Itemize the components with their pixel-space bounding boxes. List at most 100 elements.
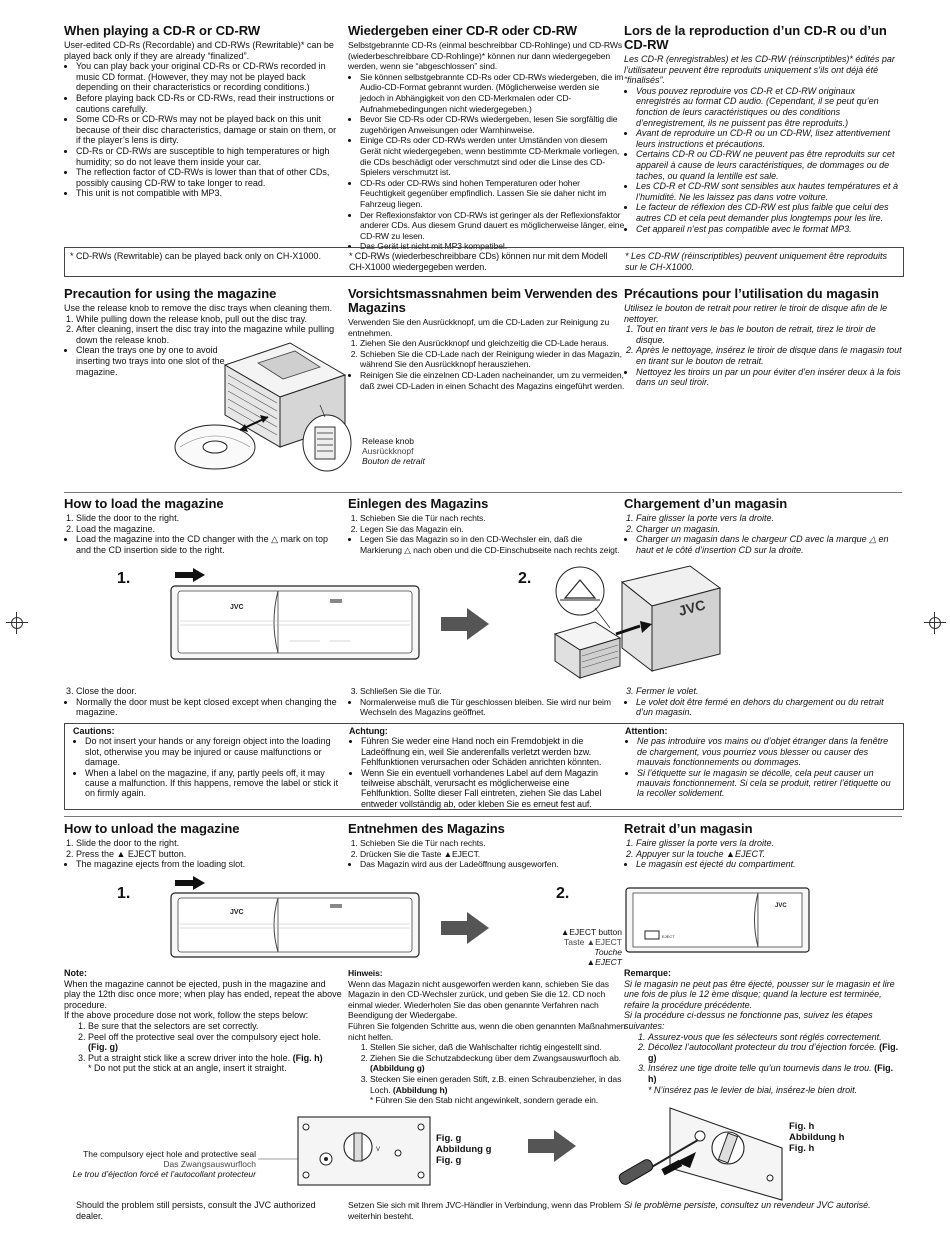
cd-changer-front-illustration: JVC <box>170 892 420 958</box>
magazine-tray-illustration <box>174 342 352 472</box>
list-item: Cet appareil n’est pas compatible avec l… <box>636 224 902 235</box>
steps-list: While pulling down the release knob, pul… <box>64 314 342 346</box>
divider <box>64 492 902 493</box>
intro-text: Utilisez le bouton de retrait pour retir… <box>624 303 888 324</box>
bullet-list: The magazine ejects from the loading slo… <box>64 859 342 870</box>
steps-list: Schließen Sie die Tür. <box>348 686 626 697</box>
intro-text: User-edited CD-Rs (Recordable) and CD-RW… <box>64 40 334 61</box>
cautions-fr: Attention: Ne pas introduire vos mains o… <box>625 726 895 799</box>
cautions-de: Achtung: Führen Sie weder eine Hand noch… <box>349 726 619 809</box>
sub-step: Stellen Sie sicher, daß die Wahlschalter… <box>370 1042 626 1053</box>
bullet-item: Normally the door must be kept closed ex… <box>76 697 342 718</box>
fig-g-de: Abbildung g <box>436 1144 492 1155</box>
list-item: The reflection factor of CD-RWs is lower… <box>76 167 342 188</box>
next-step-arrow-icon <box>441 912 489 944</box>
list-item: This unit is not compatible with MP3. <box>76 188 342 199</box>
cautions-box: Cautions: Do not insert your hands or an… <box>64 723 904 810</box>
bullet-list: Das Magazin wird aus der Ladeöffnung aus… <box>348 859 626 870</box>
bullet-list: Le volet doit être fermé en dehors du ch… <box>624 697 902 718</box>
step-item: Faire glisser la porte vers la droite. <box>636 838 902 849</box>
bullet-item: Clean the trays one by one to avoid inse… <box>76 345 226 377</box>
step-item: Fermer le volet. <box>636 686 902 697</box>
divider <box>64 816 902 817</box>
note-title: Note: <box>64 968 87 978</box>
unload-section-fr: Retrait d’un magasin Faire glisser la po… <box>624 822 902 870</box>
cautions-title: Cautions: <box>73 726 115 736</box>
bullet-item: Reinigen Sie die einzelnen CD-Laden nach… <box>360 370 626 391</box>
release-de: Ausrückknopf <box>362 446 414 456</box>
bullet-item: Charger un magasin dans le chargeur CD a… <box>636 534 902 555</box>
section-title: Lors de la reproduction d’un CD-R ou d’u… <box>624 23 887 52</box>
section-title: When playing a CD-R or CD-RW <box>64 23 261 38</box>
section-title: Chargement d’un magasin <box>624 496 788 511</box>
cautions-list: Führen Sie weder eine Hand noch ein Frem… <box>349 736 619 809</box>
note-text-2: Führen Sie folgenden Schritte aus, wenn … <box>348 1020 626 1042</box>
insert-magazine-illustration: JVC <box>553 565 722 679</box>
registration-mark-left <box>6 612 28 634</box>
caution-item: Do not insert your hands or any foreign … <box>85 736 343 767</box>
step-item: Close the door. <box>76 686 342 697</box>
sub-steps-list: Stellen Sie sicher, daß die Wahlschalter… <box>348 1042 626 1095</box>
magazine-precaution-de: Vorsichtsmassnahmen beim Verwenden des M… <box>348 287 626 391</box>
figure-number-1: 1. <box>117 885 131 902</box>
steps-list: Tout en tirant vers le bas le bouton de … <box>624 324 902 366</box>
release-en: Release knob <box>362 436 414 446</box>
load-section-en: How to load the magazine Slide the door … <box>64 497 342 555</box>
slide-right-arrow-icon <box>175 876 205 890</box>
registration-mark-right <box>924 612 946 634</box>
section-title: Einlegen des Magazins <box>348 496 489 511</box>
note-text: Wenn das Magazin nicht ausgeworfen werde… <box>348 978 609 1021</box>
cdrw-note-box: * CD-RWs (Rewritable) can be played back… <box>64 247 904 277</box>
next-step-arrow-icon <box>528 1130 576 1162</box>
list-item: Before playing back CD-Rs or CD-RWs, rea… <box>76 93 342 114</box>
step-item: Charger un magasin. <box>636 524 902 535</box>
bullet-list: Charger un magasin dans le chargeur CD a… <box>624 534 902 555</box>
steps-list: Schieben Sie die Tür nach rechts. Legen … <box>348 513 626 534</box>
star-note: * Do not put the stick at an angle, inse… <box>88 1063 287 1074</box>
bullet-item: The magazine ejects from the loading slo… <box>76 859 342 870</box>
sub-step: Ziehen Sie die Schutzabdeckung über dem … <box>370 1053 626 1074</box>
unload-section-de: Entnehmen des Magazins Schieben Sie die … <box>348 822 626 870</box>
bullet-list: Le magasin est éjecté du compartiment. <box>624 859 902 870</box>
fig-h-en: Fig. h <box>789 1121 815 1132</box>
fig-g-label: Fig. g Abbildung g Fig. g <box>436 1133 491 1166</box>
section-title: How to load the magazine <box>64 496 224 511</box>
cdr-list: You can play back your original CD-Rs or… <box>64 61 342 199</box>
fig-g-fr: Fig. g <box>436 1155 462 1166</box>
section-title: Précautions pour l’utilisation du magasi… <box>624 286 879 301</box>
list-item: Der Reflexionsfaktor von CD-RWs ist geri… <box>360 210 626 242</box>
figure-number-2: 2. <box>518 570 532 587</box>
list-item: Some CD-Rs or CD-RWs may not be played b… <box>76 114 342 146</box>
bullet-list: Reinigen Sie die einzelnen CD-Laden nach… <box>348 370 626 391</box>
close-door-fr: Fermer le volet. Le volet doit être ferm… <box>624 686 902 718</box>
unload-note-de: Hinweis: Wenn das Magazin nicht ausgewor… <box>348 968 626 1106</box>
list-item: Einige CD-Rs oder CD-RWs werden unter Um… <box>360 135 626 177</box>
list-item: Sie können selbstgebrannte CD-Rs oder CD… <box>360 72 626 114</box>
bullet-item: Le magasin est éjecté du compartiment. <box>636 859 902 870</box>
section-title: Precaution for using the magazine <box>64 286 277 301</box>
step-item: Appuyer sur la touche ▲EJECT. <box>636 849 902 860</box>
steps-list: Faire glisser la porte vers la droite. A… <box>624 838 902 859</box>
note-de: * CD-RWs (wiederbeschreibbare CDs) könne… <box>349 251 608 272</box>
step-item: Slide the door to the right. <box>76 838 342 849</box>
list-item: You can play back your original CD-Rs or… <box>76 61 342 93</box>
fig-ref: (Fig. g) <box>88 1042 118 1053</box>
cd-changer-front-illustration: JVC <box>170 585 420 660</box>
section-title: Retrait d’un magasin <box>624 821 753 836</box>
list-item: Le facteur de réflexion des CD-RW est pl… <box>636 202 902 223</box>
star-note: * Führen Sie den Stab nicht angewinkelt,… <box>370 1095 599 1106</box>
eject-fr: Touche ▲EJECT <box>586 947 622 967</box>
brand-logo: JVC <box>677 596 707 619</box>
list-item: Certains CD-R ou CD-RW ne peuvent pas êt… <box>636 149 902 181</box>
bullet-item: Load the magazine into the CD changer wi… <box>76 534 342 555</box>
step-item: Schieben Sie die Tür nach rechts. <box>360 838 626 849</box>
brand-logo: JVC <box>230 604 244 611</box>
cdr-list: Sie können selbstgebrannte CD-Rs oder CD… <box>348 72 626 252</box>
step-item: Après le nettoyage, insérez le tiroir de… <box>636 345 902 366</box>
bullet-list: Normalerweise muß die Tür geschlossen bl… <box>348 697 626 718</box>
final-note-de: Setzen Sie sich mit Ihrem JVC-Händler in… <box>348 1200 622 1221</box>
step-item: Press the ▲ EJECT button. <box>76 849 342 860</box>
cautions-list: Ne pas introduire vos mains ou d’objet é… <box>625 736 895 798</box>
note-title: Hinweis: <box>348 968 383 978</box>
intro-text: Les CD-R (enregistrables) et les CD-RW (… <box>624 54 895 86</box>
